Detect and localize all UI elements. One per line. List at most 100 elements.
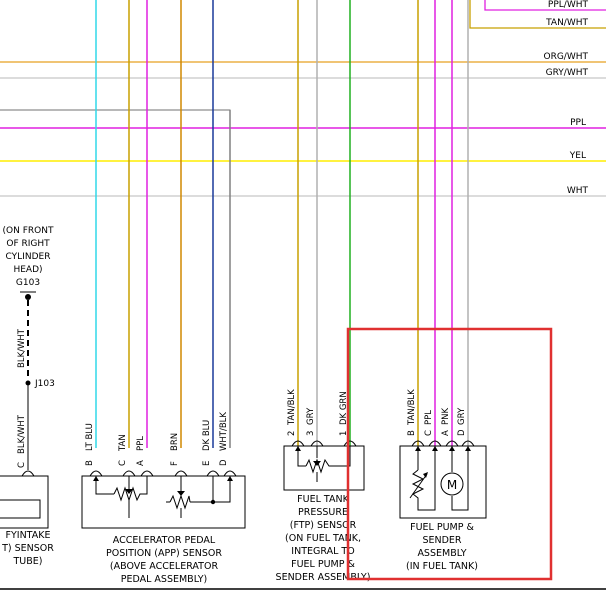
app-wire-tan: TAN bbox=[118, 434, 128, 452]
ftp-connector-3 bbox=[310, 440, 324, 447]
pump-pin-c: C bbox=[424, 430, 434, 436]
ftp-connector-2 bbox=[291, 440, 305, 447]
ground-g103: (ON FRONT OF RIGHT CYLINDER HEAD) G103 B… bbox=[3, 226, 55, 470]
pump-arrow-c bbox=[432, 446, 438, 451]
app-resistor-2 bbox=[169, 494, 191, 510]
top-bus: PPL/WHT TAN/WHT bbox=[469, 0, 606, 29]
ground-note-2: OF RIGHT bbox=[6, 239, 50, 249]
ground-wire-label: BLK/WHT bbox=[17, 328, 27, 368]
ftp-pin-3: 3 bbox=[306, 431, 316, 436]
pump-arrow-a bbox=[449, 446, 455, 451]
ftp-connector-1 bbox=[343, 440, 357, 447]
pump-assembly: B TAN/BLK C PPL A PNK D GRY M FUEL PUMP … bbox=[399, 389, 487, 572]
app-pin-a: A bbox=[136, 460, 146, 466]
ground-note-3: CYLINDER bbox=[6, 252, 51, 262]
splice-label: J103 bbox=[34, 379, 55, 389]
splice-j103 bbox=[25, 380, 31, 386]
ground-note-1: (ON FRONT bbox=[3, 226, 54, 236]
pump-sender-resistor bbox=[411, 469, 425, 500]
label-gry-wht: GRY/WHT bbox=[546, 68, 589, 78]
app-pin-c: C bbox=[118, 460, 128, 466]
app-pin-e: E bbox=[202, 461, 212, 466]
app-arrow-b bbox=[93, 476, 99, 481]
app-arrow-d bbox=[227, 476, 233, 481]
left-caption-1: FYINTAKE bbox=[6, 530, 51, 541]
left-pin-label: C bbox=[17, 462, 27, 468]
app-sensor-body bbox=[81, 475, 246, 529]
app-wire-wht-blk: WHT/BLK bbox=[219, 412, 229, 451]
left-wire-label: BLK/WHT bbox=[17, 414, 27, 454]
ftp-caption-2: PRESSURE bbox=[298, 507, 348, 518]
app-connector-d bbox=[223, 470, 237, 477]
label-wht: WHT bbox=[567, 186, 589, 196]
left-caption-2: T) SENSOR bbox=[1, 543, 54, 554]
pump-assembly-body bbox=[399, 445, 487, 519]
ftp-wire-dk-grn: DK GRN bbox=[339, 391, 349, 425]
app-connector-e bbox=[206, 470, 220, 477]
pump-connector-d bbox=[461, 440, 475, 447]
app-connector-b bbox=[89, 470, 103, 477]
ftp-wire-tan-blk: TAN/BLK bbox=[287, 389, 297, 426]
pump-wire-ppl: PPL bbox=[424, 410, 434, 425]
left-caption-3: TUBE) bbox=[13, 556, 43, 567]
pump-connector-c bbox=[428, 440, 442, 447]
app-caption-2: POSITION (APP) SENSOR bbox=[106, 548, 222, 559]
pump-arrow-b bbox=[415, 446, 421, 451]
ftp-caption-5: INTEGRAL TO bbox=[291, 546, 354, 557]
app-pin-d: D bbox=[219, 459, 229, 466]
pump-caption-1: FUEL PUMP & bbox=[410, 522, 474, 533]
left-connector bbox=[21, 470, 35, 477]
label-yel: YEL bbox=[569, 151, 586, 161]
ftp-pin-1: 1 bbox=[339, 431, 349, 436]
wire-ppl-wht-top bbox=[484, 0, 606, 11]
app-node-e bbox=[210, 499, 216, 505]
ftp-arrow-2 bbox=[295, 446, 301, 451]
ftp-sensor: 2 TAN/BLK 3 GRY 1 DK GRN FUEL TANK PRESS… bbox=[276, 389, 371, 583]
app-pin-f: F bbox=[170, 461, 180, 466]
label-ppl-wht: PPL/WHT bbox=[548, 0, 589, 10]
pump-sender-arrow-line bbox=[409, 473, 428, 499]
pump-wire-tan-blk: TAN/BLK bbox=[407, 389, 417, 426]
pump-arrow-d bbox=[465, 446, 471, 451]
ftp-sensor-body bbox=[283, 445, 365, 491]
app-connector-c bbox=[122, 470, 136, 477]
pump-pin-d: D bbox=[457, 429, 467, 436]
app-wire-brn: BRN bbox=[170, 433, 180, 451]
app-caption-4: PEDAL ASSEMBLY) bbox=[121, 574, 208, 585]
app-sensor: B LT BLU C TAN A PPL F BRN E DK BLU D WH… bbox=[81, 412, 246, 585]
pump-motor-label: M bbox=[447, 478, 457, 492]
left-sensor-body bbox=[0, 475, 49, 529]
ftp-caption-6: FUEL PUMP & bbox=[291, 559, 355, 570]
pump-connector-a bbox=[445, 440, 459, 447]
pump-pin-a: A bbox=[441, 430, 451, 436]
ftp-wire-gry: GRY bbox=[306, 407, 316, 425]
app-caption-1: ACCELERATOR PEDAL bbox=[113, 535, 216, 546]
pump-wire-pnk: PNK bbox=[441, 408, 451, 425]
ground-id: G103 bbox=[16, 278, 40, 288]
left-sensor-inner bbox=[0, 499, 41, 519]
left-sensor: C BLK/WHT FYINTAKE T) SENSOR TUBE) bbox=[0, 414, 54, 567]
ftp-caption-7: SENDER ASSEMBLY) bbox=[276, 572, 371, 583]
ftp-wiper-arrow bbox=[313, 461, 321, 466]
pump-pin-b: B bbox=[407, 430, 417, 436]
label-org-wht: ORG/WHT bbox=[543, 52, 588, 62]
pump-wire-gry: GRY bbox=[457, 407, 467, 425]
ftp-circuit bbox=[297, 446, 351, 467]
app-caption-3: (ABOVE ACCELERATOR bbox=[110, 561, 219, 572]
ground-dot bbox=[25, 294, 31, 300]
pump-motor bbox=[440, 472, 464, 496]
app-circuit-1 bbox=[95, 476, 148, 495]
pump-caption-4: (IN FUEL TANK) bbox=[406, 561, 478, 572]
ftp-caption-3: (FTP) SENSOR bbox=[290, 520, 357, 531]
app-connector-a bbox=[140, 470, 154, 477]
ftp-pin-2: 2 bbox=[287, 431, 297, 436]
app-wiper-2-arrow bbox=[177, 491, 185, 496]
ftp-caption-4: (ON FUEL TANK, bbox=[285, 533, 361, 544]
pump-caption-3: ASSEMBLY bbox=[417, 548, 466, 559]
app-connector-f bbox=[174, 470, 188, 477]
app-wire-lt-blu: LT BLU bbox=[85, 423, 95, 451]
app-circuit-2 bbox=[180, 476, 231, 503]
label-tan-wht: TAN/WHT bbox=[545, 18, 588, 28]
app-wire-ppl: PPL bbox=[136, 436, 146, 451]
